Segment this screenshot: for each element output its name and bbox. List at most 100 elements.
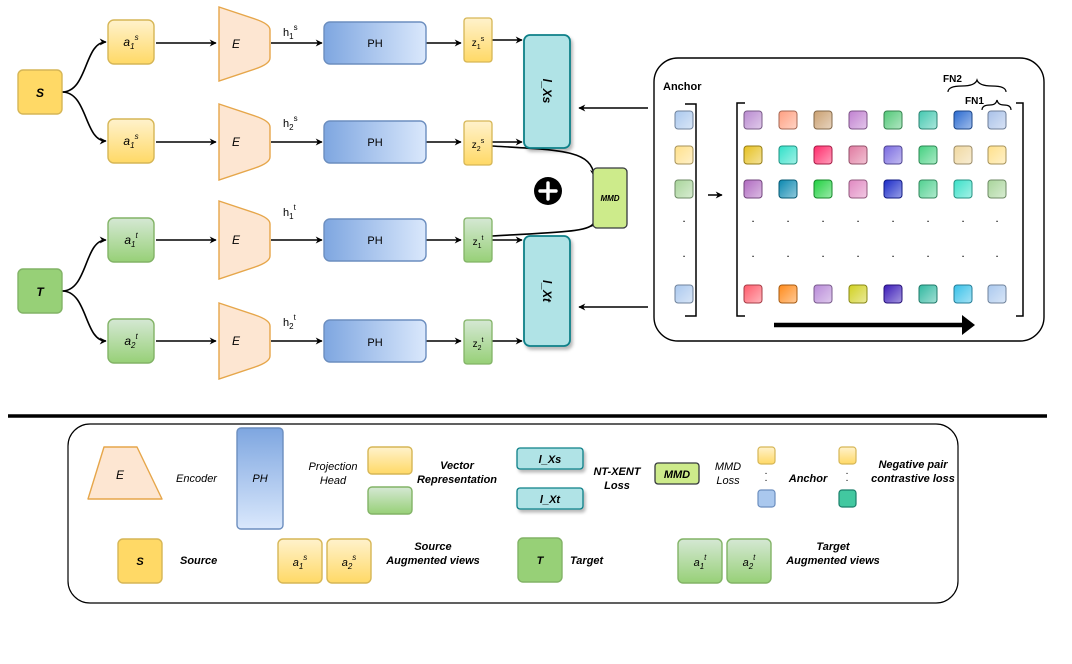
z-vector-target-1: z1t [463,217,493,263]
ellipsis-dot: . [926,211,929,225]
matrix-cell [987,284,1007,304]
svg-text:Negative pair: Negative pair [878,459,948,471]
edge-t-to-a2 [61,290,107,345]
similarity-matrix-panel: Anchor FN2 FN1 .................. [653,57,1045,342]
ellipsis-dot: . [821,211,824,225]
svg-text:a1t: a1t [694,553,708,571]
legend-ntxent-item: l_Xs l_Xt NT-XENT Loss [516,447,642,510]
edge-z1t-to-mmd [491,221,597,237]
anchor-cells [674,110,694,304]
matrix-cell [883,284,903,304]
matrix-cell [778,284,798,304]
direction-arrow-head [962,315,975,335]
svg-text:Source: Source [414,541,451,553]
svg-text:l_Xs: l_Xs [539,454,562,466]
mmd-loss-block: MMD [592,167,628,229]
svg-text:MMD: MMD [600,194,619,203]
matrix-cell [918,179,938,199]
svg-text:S: S [136,556,144,568]
matrix-cell [987,110,1007,130]
h-label-source-1: h1s [283,23,298,41]
matrix-cell [848,145,868,165]
svg-text:Projection: Projection [309,461,358,473]
target-node: T [17,268,63,314]
ellipsis-dot: . [856,246,859,260]
matrix-cell [778,145,798,165]
svg-text:PH: PH [367,235,382,247]
h-label-target-1: h1t [283,203,297,221]
matrix-cell [813,110,833,130]
ellipsis-dot: . [682,246,685,260]
svg-text:Augmented views: Augmented views [785,555,880,567]
svg-text:Representation: Representation [417,474,497,486]
matrix-cell [813,179,833,199]
edge-z2s-to-mmd [491,145,597,177]
legend-panel: E Encoder PH Projection Head Vector Repr… [67,423,959,604]
svg-text:z1t: z1t [473,235,484,250]
ellipsis-dot: . [891,211,894,225]
ntxent-loss-source-block: l_Xs [523,34,571,149]
svg-text:T: T [537,555,545,567]
legend-target-item: T Target [517,537,605,583]
z-vector-source-2: z2s [463,120,493,166]
anchor-label: Anchor [663,81,702,93]
plus-icon [534,177,562,205]
matrix-cell [778,179,798,199]
encoder-target-2: E [218,302,271,380]
anchor-cell [674,110,694,130]
svg-text:E: E [232,233,241,247]
svg-text:.: . [765,473,768,484]
matrix-cell [987,179,1007,199]
svg-text:l_Xt: l_Xt [540,494,562,506]
svg-text:Head: Head [320,475,347,487]
matrix-dots: .................. [682,211,998,260]
svg-text:.: . [846,473,849,484]
fn2-brace [947,78,1007,93]
svg-text:Target: Target [570,555,605,567]
svg-text:E: E [232,334,241,348]
loss-source-label: l_Xs [540,79,554,104]
target-node-label: T [36,285,45,299]
anchor-bracket [685,103,697,317]
svg-text:PH: PH [367,38,382,50]
ellipsis-dot: . [786,246,789,260]
matrix-cell [953,284,973,304]
aug-view-source-2: a1s [107,118,155,164]
svg-text:Loss: Loss [604,480,630,492]
svg-text:Vector: Vector [440,460,475,472]
projection-head-source-2: PH [323,120,427,164]
edge-s-to-a2 [61,91,107,145]
svg-text:Source: Source [180,555,217,567]
svg-text:z1s: z1s [472,36,485,51]
anchor-cell [674,145,694,165]
svg-text:.: . [846,466,849,477]
matrix-cell [918,110,938,130]
matrix-cell [778,110,798,130]
matrix-cell [953,179,973,199]
anchor-cell [674,284,694,304]
aug-view-source-1: a1s [107,19,155,65]
h-label-source-2: h2s [283,114,298,132]
matrix-cell [848,179,868,199]
legend-encoder-item: E Encoder [87,446,218,500]
fn1-label: FN1 [965,96,984,107]
legend-mmd-item: MMD MMD Loss [654,461,741,487]
source-node: S [17,69,63,115]
matrix-right-bracket [1016,102,1024,317]
projection-head-target-1: PH [323,218,427,262]
matrix-cells [743,110,1007,304]
anchor-cell [674,179,694,199]
svg-text:a1s: a1s [293,553,308,571]
matrix-cell [743,110,763,130]
svg-text:PH: PH [252,473,267,485]
matrix-cell [883,179,903,199]
svg-text:Encoder: Encoder [176,473,218,485]
svg-text:Loss: Loss [716,475,740,487]
matrix-cell [743,179,763,199]
h-label-target-2: h2t [283,313,297,331]
svg-text:MMD: MMD [715,461,741,473]
svg-text:MMD: MMD [664,469,690,481]
matrix-cell [813,145,833,165]
matrix-cell [883,110,903,130]
loss-target-label: l_Xt [540,280,554,303]
